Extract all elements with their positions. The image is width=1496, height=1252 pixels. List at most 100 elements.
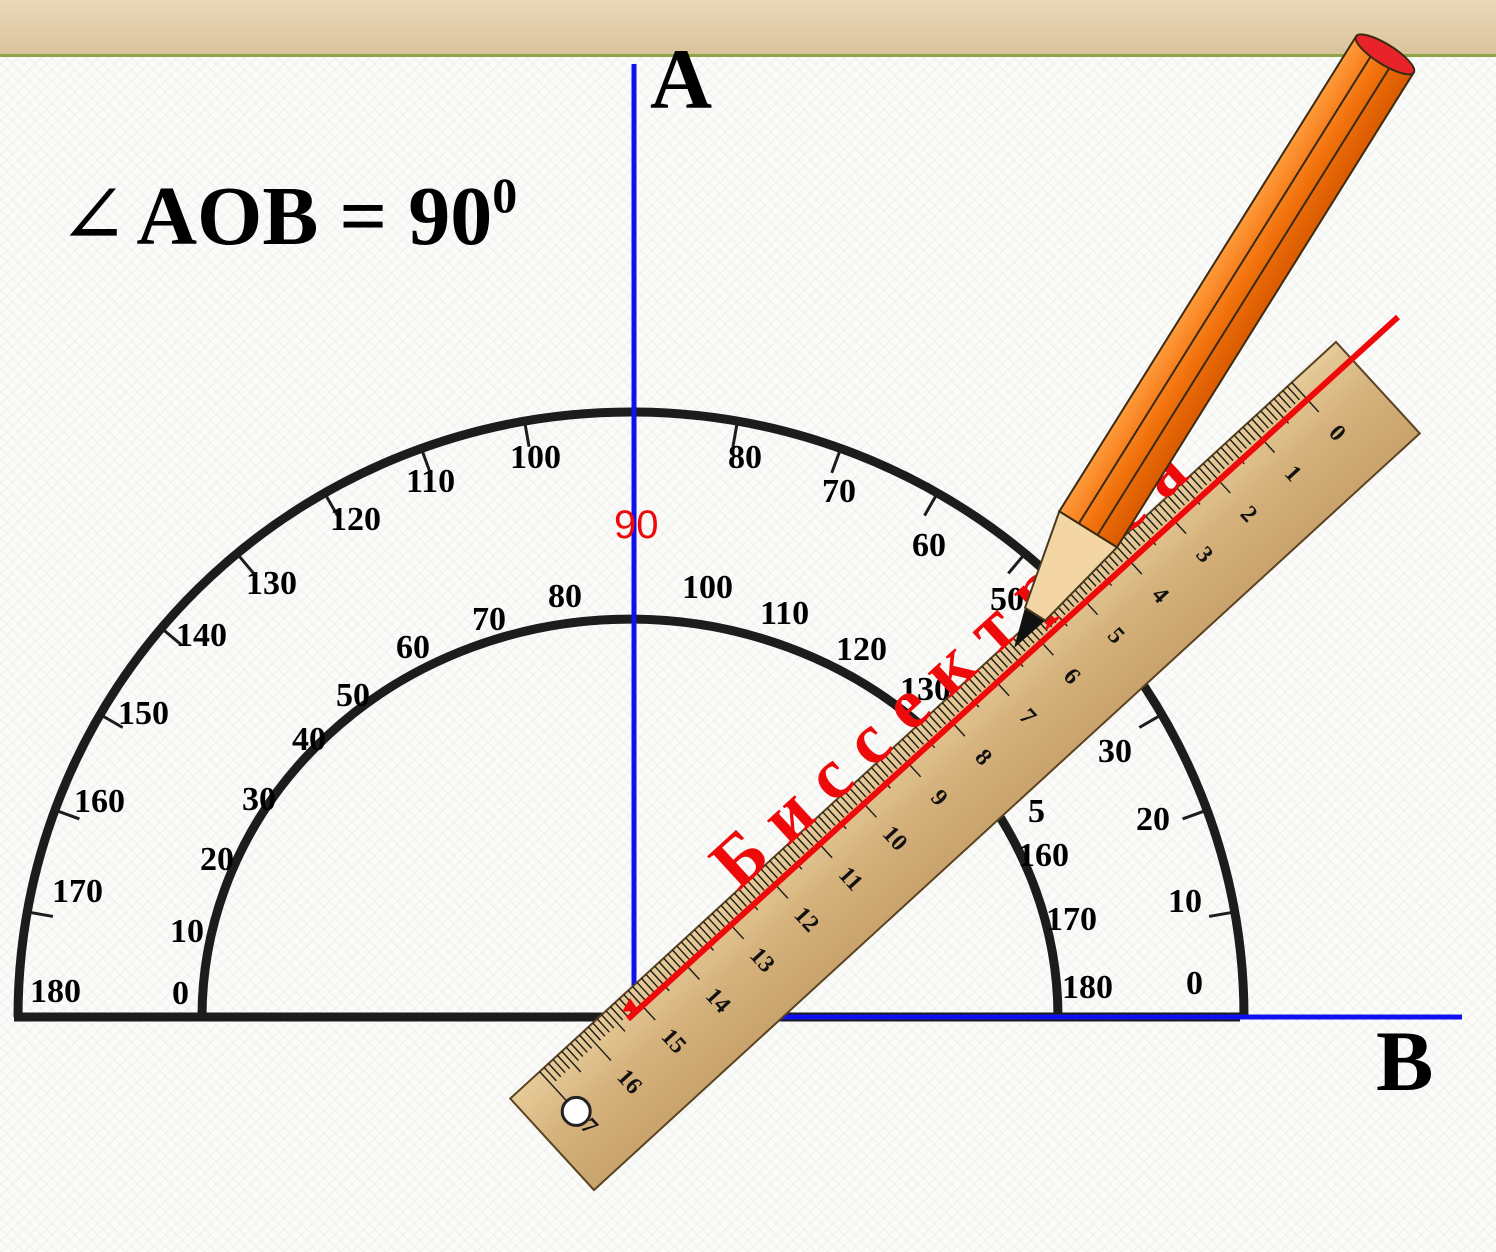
ruler-tick	[1149, 511, 1163, 526]
ruler-tick	[583, 1030, 612, 1062]
ruler-tick	[609, 1006, 624, 1021]
ruler-tick	[698, 925, 712, 940]
ruler-tick	[707, 917, 721, 932]
ruler-tick	[1220, 446, 1234, 462]
ruler-tick	[813, 819, 827, 835]
pencil-tip	[1014, 607, 1046, 648]
ruler-tick	[791, 840, 805, 855]
ruler-tick	[910, 730, 924, 745]
ruler-tick	[1176, 487, 1190, 502]
ruler-tick	[822, 811, 836, 826]
ruler-tick	[986, 661, 1000, 676]
ruler-tick	[570, 1042, 584, 1057]
outer-scale-label: 130	[246, 565, 297, 602]
outer-scale-label: 120	[330, 501, 381, 538]
ruler-tick	[853, 783, 867, 798]
protractor-tick	[523, 420, 531, 448]
ruler-tick	[932, 710, 947, 725]
protractor-tick	[1182, 808, 1208, 821]
angle-symbol: ∠	[58, 170, 128, 263]
protractor-tick	[731, 420, 739, 448]
ruler-tick	[817, 815, 832, 830]
ruler-tick	[729, 896, 743, 912]
ruler-tick	[1198, 467, 1212, 482]
ruler-tick	[1264, 406, 1278, 421]
ruler-tick	[574, 1038, 588, 1053]
inner-scale-label: 80	[548, 578, 582, 615]
inner-scale-label: 180	[1062, 969, 1113, 1006]
ruler-tick	[755, 872, 770, 887]
inner-scale-label: 170	[1046, 901, 1097, 938]
slide-header-line	[0, 54, 1496, 57]
protractor-tick	[923, 492, 939, 517]
protractor-tick	[323, 492, 339, 517]
outer-scale-label: 110	[406, 463, 455, 500]
ruler-tick	[764, 864, 779, 879]
ruler-tick	[605, 1010, 626, 1032]
ruler-tick	[1140, 519, 1155, 535]
ruler-tick	[990, 657, 1004, 672]
outer-scale-label: 80	[728, 439, 762, 476]
slide-header-bar	[0, 0, 1496, 54]
ruler-tick	[632, 985, 646, 1001]
ruler-tick	[800, 831, 814, 847]
ruler-tick	[1291, 382, 1320, 413]
ruler-tick	[548, 1063, 562, 1078]
ruler-tick	[1145, 515, 1159, 531]
ruler-tick	[1127, 532, 1141, 547]
ruler-tick	[680, 941, 694, 956]
ruler-tick	[919, 722, 933, 737]
ruler-tick	[977, 669, 991, 685]
ruler-tick	[640, 977, 655, 993]
ruler-tick	[1216, 450, 1230, 466]
ruler-tick	[786, 844, 801, 859]
outer-scale-label: 170	[52, 873, 103, 910]
inner-scale-label: 0	[172, 975, 189, 1012]
ruler-tick	[561, 1050, 582, 1073]
ruler-tick	[778, 852, 792, 867]
ruler-tick	[663, 957, 677, 972]
outer-scale-label: 140	[176, 617, 227, 654]
partial-scale-label: 5	[1028, 793, 1045, 830]
protractor-tick	[235, 552, 255, 575]
ruler-tick	[1012, 637, 1026, 652]
ruler-tick	[875, 763, 889, 778]
ruler-tick	[702, 921, 717, 936]
ruler-tick	[879, 759, 894, 774]
ruler-tick	[884, 754, 898, 770]
ruler-tick	[866, 771, 880, 786]
ruler-tick	[924, 718, 938, 733]
ruler-tick	[941, 702, 955, 717]
ruler-tick	[1008, 641, 1022, 656]
outer-scale-label: 70	[822, 473, 856, 510]
inner-scale-label: 40	[292, 721, 326, 758]
ruler-tick	[773, 856, 787, 871]
ruler-tick	[972, 673, 986, 689]
ruler-tick	[1154, 507, 1168, 522]
protractor-outer-arc	[13, 407, 1249, 1018]
ruler-tick	[901, 738, 916, 753]
inner-scale-label: 60	[396, 629, 430, 666]
pencil	[1014, 33, 1416, 648]
ruler-tick	[601, 1014, 615, 1029]
protractor-tick	[1138, 713, 1163, 729]
protractor-tick	[830, 447, 843, 474]
ruler-tick	[579, 1034, 593, 1049]
ruler-tick	[1273, 398, 1287, 413]
ruler-tick	[747, 880, 761, 895]
ruler-tick	[1207, 459, 1221, 474]
bisector-start-marker	[622, 998, 638, 1012]
ruler-tick	[955, 690, 969, 705]
point-label-b: B	[1376, 1013, 1433, 1109]
ruler-tick	[543, 1067, 557, 1082]
bisector-line	[625, 314, 1401, 1022]
partial-scale-label: 30	[1098, 733, 1132, 770]
angle-degree-superscript: 0	[492, 167, 517, 223]
inner-scale-label: 110	[760, 595, 809, 632]
protractor-center-mark: 90	[614, 503, 659, 547]
ruler-tick	[946, 698, 960, 713]
ruler-tick	[689, 933, 703, 948]
ruler: 01234567891011121314151617	[508, 340, 1422, 1192]
ruler-tick	[1277, 394, 1292, 409]
